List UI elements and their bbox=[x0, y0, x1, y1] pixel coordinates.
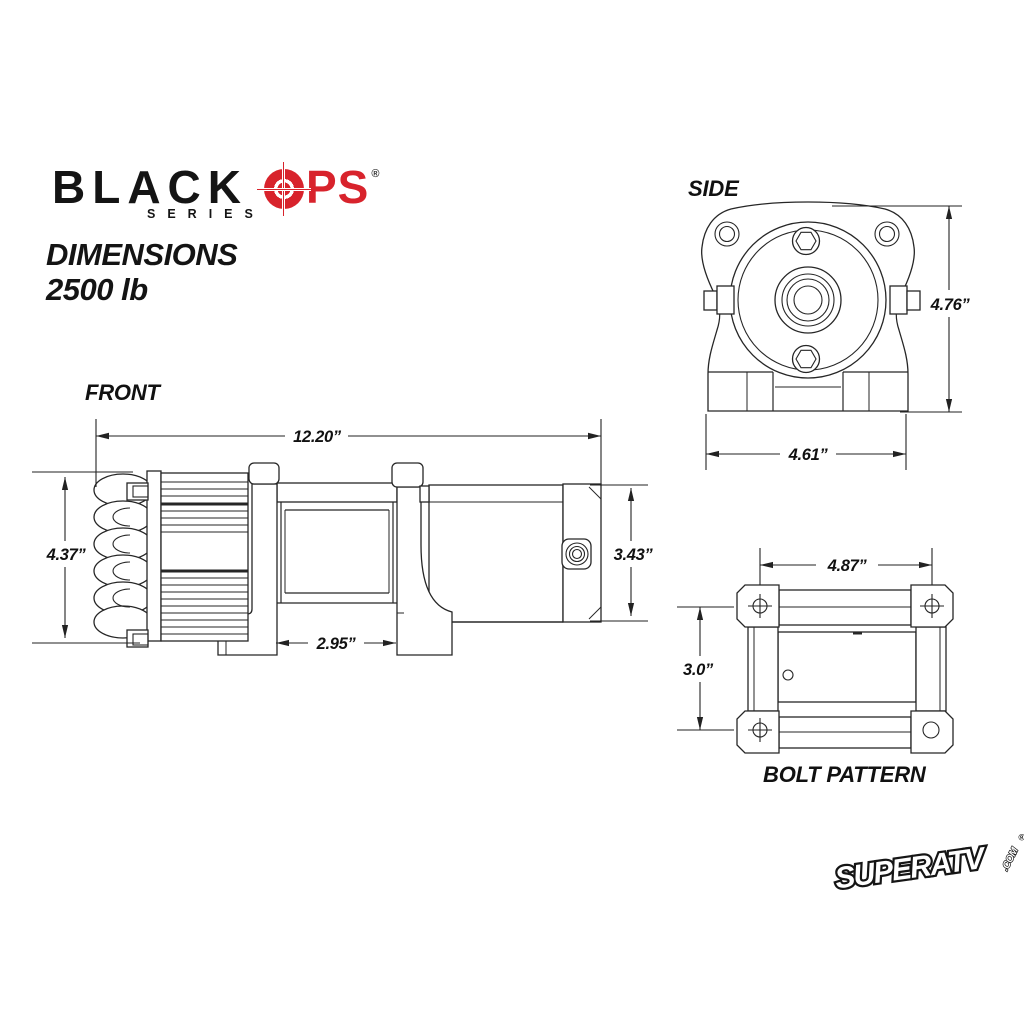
side-height-value: 4.76” bbox=[930, 296, 971, 314]
bolt-pattern-pads bbox=[736, 584, 954, 754]
motor-cap-lobe-inner bbox=[112, 507, 131, 527]
gear-housing-body bbox=[428, 484, 564, 623]
motor-collar bbox=[146, 470, 162, 642]
ear-hole-outer bbox=[874, 221, 900, 247]
ear-hole-inner bbox=[878, 225, 896, 243]
bolt-pattern-height-value: 3.0” bbox=[683, 661, 714, 679]
motor-cap-lobe-inner bbox=[112, 561, 131, 581]
arrowhead bbox=[276, 639, 289, 647]
brand-series-label: SERIES bbox=[147, 207, 265, 221]
right-bracket-plate bbox=[396, 486, 453, 656]
bolt-pattern-label: BOLT PATTERN bbox=[763, 762, 927, 787]
arrowhead bbox=[588, 432, 601, 440]
reticle-crosshair-horizontal bbox=[256, 187, 311, 191]
front-dimensions: 12.20” 4.37” 3.43” 2.95” bbox=[32, 419, 654, 653]
arrowhead bbox=[945, 206, 953, 219]
drum-top-view bbox=[777, 631, 917, 703]
motor-cap-lobe-inner bbox=[112, 588, 131, 608]
cap-chamfer bbox=[588, 486, 602, 500]
mount-pad bbox=[910, 710, 954, 754]
right-bracket-cap bbox=[391, 462, 424, 488]
right-rail bbox=[915, 626, 947, 712]
scope-reticle-icon bbox=[256, 162, 311, 216]
hub-bore bbox=[793, 285, 823, 315]
port-ring bbox=[568, 545, 586, 563]
port-center bbox=[571, 548, 583, 560]
arrowhead bbox=[627, 488, 635, 501]
front-height-left-value: 4.37” bbox=[46, 546, 87, 564]
side-tabs bbox=[703, 285, 921, 315]
arrowhead bbox=[61, 477, 69, 490]
capacity-label: 2500 lb bbox=[46, 272, 148, 307]
side-hub bbox=[774, 266, 842, 334]
hub-ring bbox=[774, 266, 842, 334]
registered-trademark-symbol: ® bbox=[1017, 831, 1024, 843]
ear-hole-outer bbox=[714, 221, 740, 247]
ear-hole-inner bbox=[718, 225, 736, 243]
left-bracket-plate bbox=[217, 483, 278, 656]
side-view: SIDE bbox=[688, 176, 971, 470]
arrowhead bbox=[945, 399, 953, 412]
front-left-bracket bbox=[217, 462, 280, 656]
left-rail bbox=[747, 626, 779, 712]
arrowhead bbox=[706, 450, 719, 458]
arrowhead bbox=[696, 717, 704, 730]
right-bracket-tab bbox=[419, 485, 430, 503]
side-width-value: 4.61” bbox=[788, 446, 829, 464]
brand-word-ops-rest: PS bbox=[305, 161, 370, 213]
mount-pad bbox=[736, 710, 780, 754]
side-dimensions: 4.76” 4.61” bbox=[705, 205, 971, 470]
brand-logo: BLACK PS ® bbox=[52, 161, 380, 216]
bolt-pattern-view: 4.87” 3.0” BOLT PATTERN bbox=[677, 548, 954, 787]
front-motor bbox=[93, 470, 249, 648]
front-width-value: 12.20” bbox=[293, 428, 342, 446]
arrowhead bbox=[893, 450, 906, 458]
front-drum-width-value: 2.95” bbox=[316, 635, 357, 653]
left-bracket-cap bbox=[248, 462, 280, 485]
side-tab bbox=[906, 290, 921, 311]
tie-bar bbox=[276, 482, 398, 503]
side-tab bbox=[716, 285, 735, 315]
front-view: FRONT bbox=[32, 380, 654, 656]
hub-ring bbox=[786, 278, 830, 322]
hex-bolt bbox=[795, 349, 817, 369]
motor-ribs bbox=[161, 481, 248, 635]
motor-cap-lobe-inner bbox=[112, 534, 131, 554]
motor-bolt bbox=[132, 485, 149, 498]
brand-word-black: BLACK bbox=[52, 161, 248, 213]
brand-word-ops: PS ® bbox=[256, 161, 380, 216]
motor-bolt bbox=[132, 633, 149, 646]
arrowhead bbox=[696, 607, 704, 620]
port-outer-ring bbox=[565, 542, 589, 566]
front-height-right-value: 3.43” bbox=[614, 546, 654, 564]
side-tab bbox=[703, 290, 718, 311]
registered-trademark-symbol: ® bbox=[371, 168, 380, 180]
arrowhead bbox=[760, 561, 773, 569]
side-feet bbox=[708, 371, 908, 411]
arrowhead bbox=[919, 561, 932, 569]
cap-chamfer bbox=[588, 606, 602, 620]
arrowhead bbox=[61, 625, 69, 638]
hex-bolt bbox=[795, 231, 817, 251]
arrowhead bbox=[627, 603, 635, 616]
side-hex-bolts bbox=[791, 226, 821, 374]
front-right-bracket bbox=[391, 462, 563, 656]
front-gear-housing bbox=[428, 483, 602, 623]
page-title: DIMENSIONS bbox=[46, 237, 238, 272]
hub-ring bbox=[781, 273, 835, 327]
motor-body bbox=[160, 472, 249, 642]
side-view-label: SIDE bbox=[688, 176, 740, 201]
bolt-pattern-width-value: 4.87” bbox=[827, 557, 868, 575]
front-view-label: FRONT bbox=[85, 380, 162, 405]
drum-hole bbox=[782, 669, 794, 681]
bolt-hole-plain bbox=[922, 721, 940, 739]
arrowhead bbox=[96, 432, 109, 440]
bolt-pattern-dim-lines: 4.87” 3.0” bbox=[683, 557, 932, 730]
front-drum-assembly bbox=[276, 482, 398, 604]
arrowhead bbox=[383, 639, 396, 647]
side-tab bbox=[889, 285, 908, 315]
